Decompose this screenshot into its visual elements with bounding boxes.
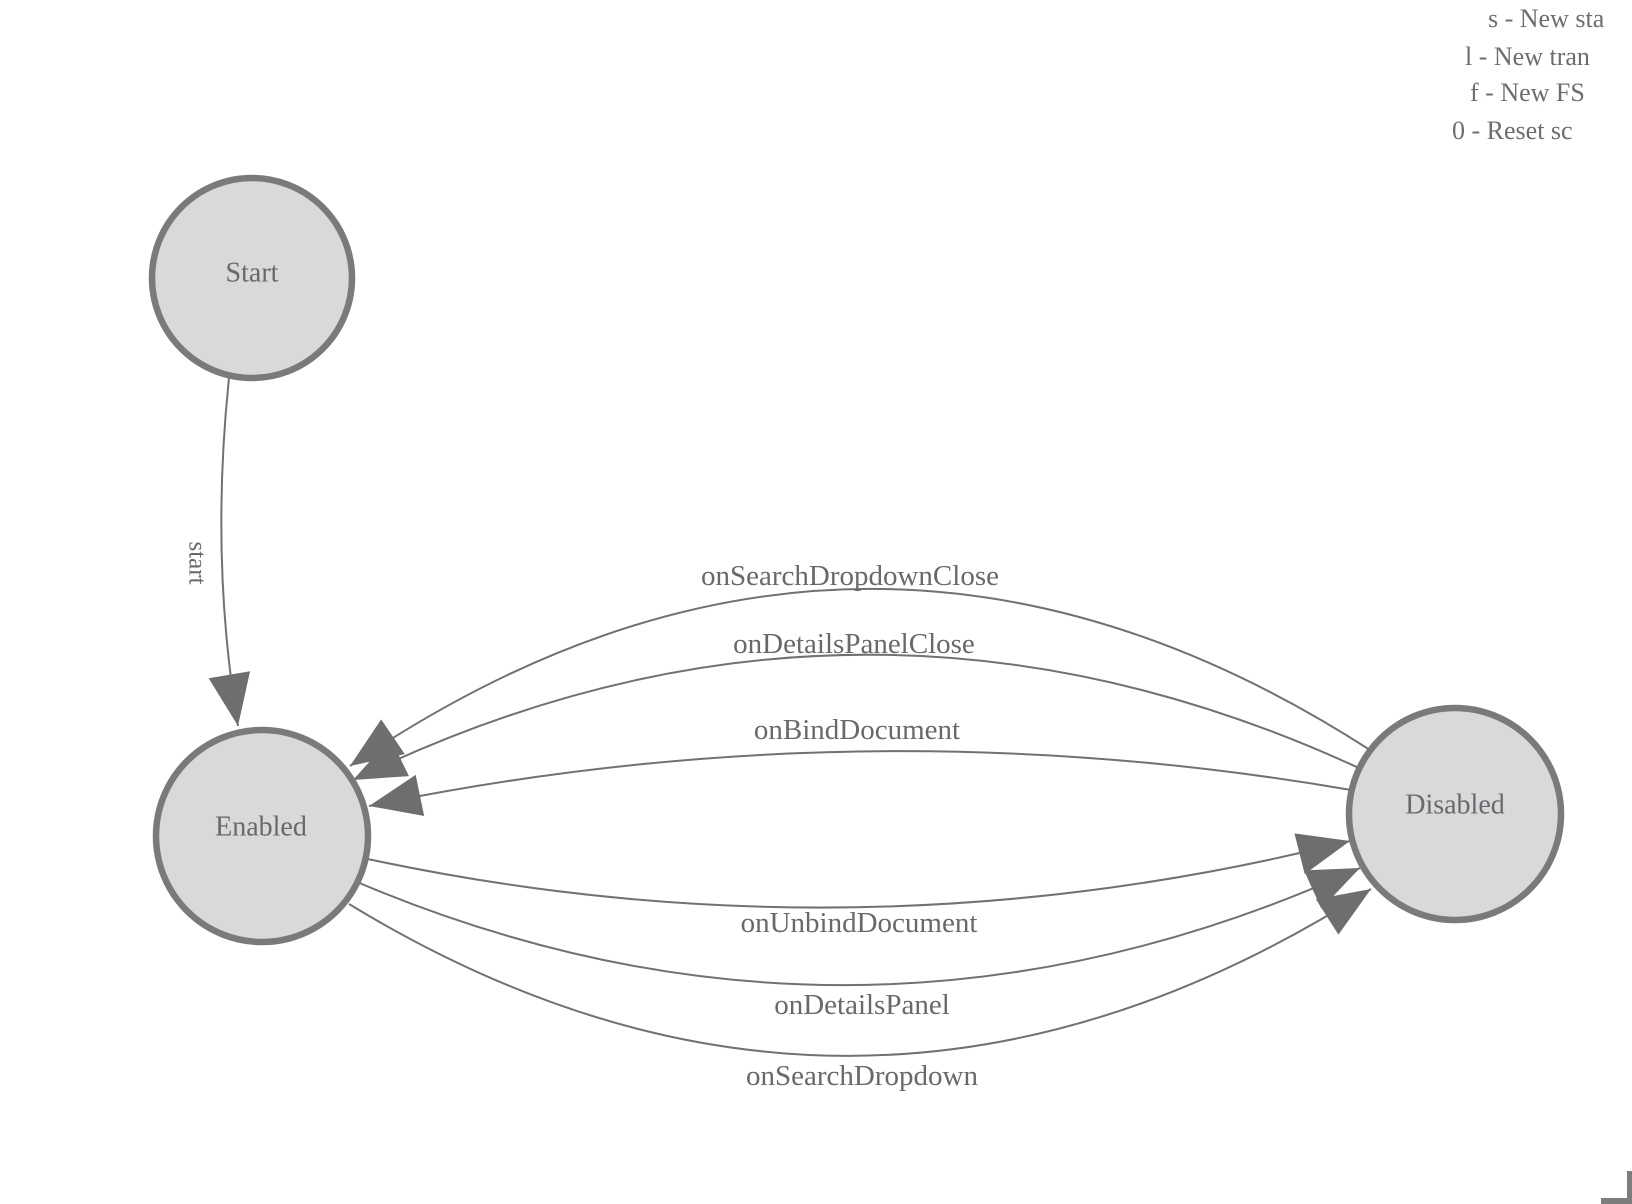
transition-label-onunbinddocument: onUnbindDocument: [741, 907, 978, 939]
state-label-enabled: Enabled: [215, 812, 307, 843]
legend-line-reset-scale: 0 - Reset sc: [1452, 116, 1573, 145]
legend-line-new-state: s - New sta: [1488, 4, 1605, 33]
transition-label-onsearchdropdown: onSearchDropdown: [746, 1060, 978, 1092]
state-node-disabled[interactable]: Disabled: [1345, 704, 1565, 924]
edge-disabled-to-enabled-onbinddocument[interactable]: [368, 750, 1352, 817]
transition-label-onbinddocument: onBindDocument: [754, 714, 960, 746]
edge-start-to-enabled[interactable]: [208, 377, 251, 727]
state-node-start[interactable]: Start: [148, 174, 356, 382]
edge-disabled-to-enabled-ondetailspanelclose[interactable]: [352, 653, 1362, 781]
transition-label-start: start: [184, 541, 211, 584]
state-circle-disabled[interactable]: [1345, 704, 1565, 924]
state-nodes: Start Enabled Disabled: [148, 174, 1565, 946]
transition-labels: start onSearchDropdownClose onDetailsPan…: [184, 541, 1000, 1092]
state-circle-start[interactable]: [148, 174, 356, 382]
state-node-enabled[interactable]: Enabled: [152, 726, 372, 946]
transition-edges: [208, 377, 1372, 1057]
state-label-disabled: Disabled: [1405, 790, 1505, 821]
legend-line-new-transition: l - New tran: [1465, 42, 1590, 71]
edge-enabled-to-disabled-onsearchdropdown[interactable]: [348, 888, 1372, 1057]
corner-mark-vertical-bar: [1627, 1171, 1632, 1204]
edge-enabled-to-disabled-ondetailspanel[interactable]: [356, 867, 1361, 987]
corner-mark-horizontal-bar: [1601, 1198, 1632, 1204]
edge-disabled-to-enabled-onsearchdropdownclose[interactable]: [349, 588, 1371, 767]
state-label-start: Start: [226, 258, 279, 289]
edge-enabled-to-disabled-onunbinddocument[interactable]: [362, 833, 1351, 909]
transition-label-ondetailspanel: onDetailsPanel: [774, 989, 950, 1021]
state-circle-enabled[interactable]: [152, 726, 372, 946]
legend-line-new-fsm: f - New FS: [1470, 78, 1585, 107]
transition-label-onsearchdropdownclose: onSearchDropdownClose: [701, 560, 999, 592]
transition-label-ondetailspanelclose: onDetailsPanelClose: [733, 628, 975, 660]
